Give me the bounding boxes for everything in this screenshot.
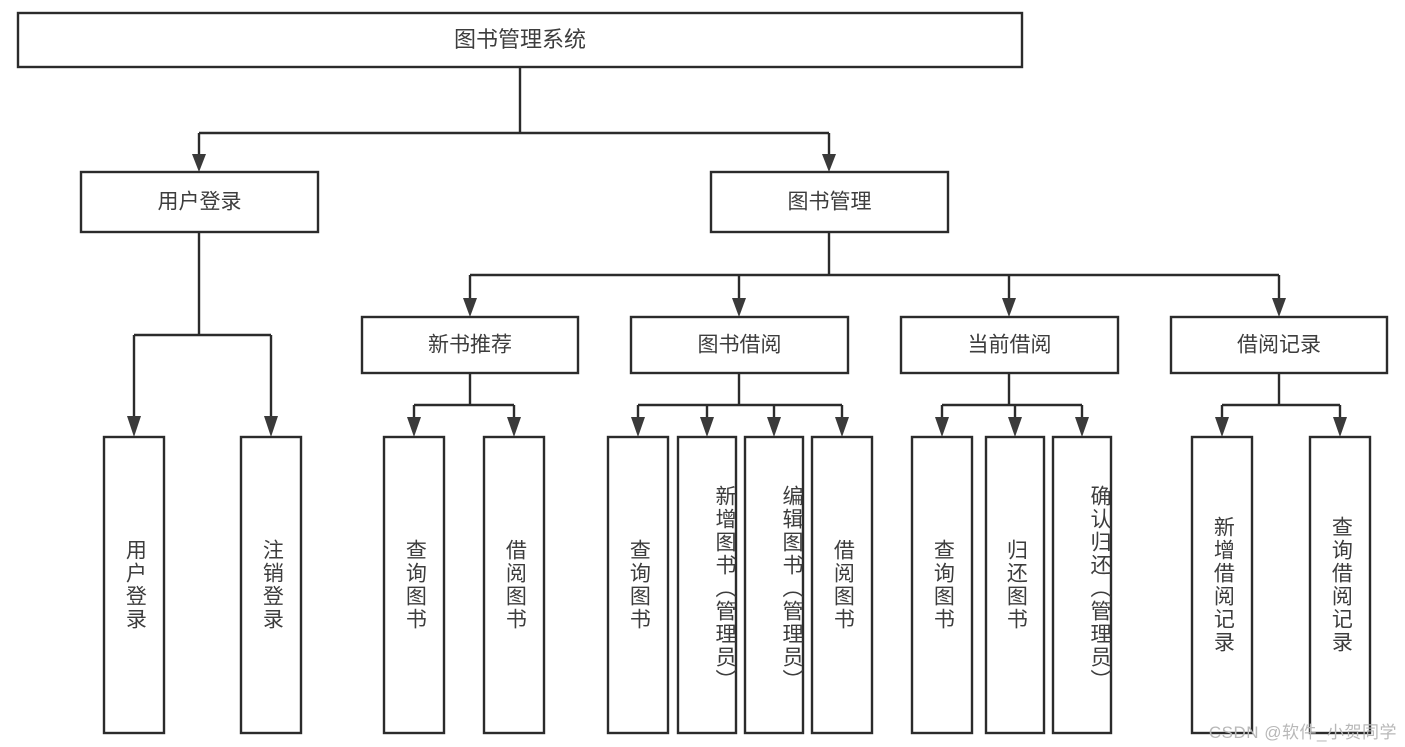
node-borrow-record-box[interactable] — [1169, 315, 1389, 375]
node-leaf-query-book-rec-box[interactable] — [382, 435, 446, 735]
arrow-head-icon — [1215, 417, 1229, 437]
node-leaf-confirm-return-admin-box[interactable] — [1051, 435, 1113, 735]
node-borrow-record[interactable]: 借阅记录 — [1169, 315, 1389, 375]
node-root-box[interactable] — [16, 11, 1024, 69]
arrow-head-icon — [631, 417, 645, 437]
arrow-head-icon — [1002, 298, 1016, 317]
node-leaf-query-book-borrow-box[interactable] — [606, 435, 670, 735]
arrow-head-icon — [192, 154, 206, 172]
leaf-box-layer — [102, 435, 1372, 735]
arrow-head-icon — [127, 416, 141, 437]
arrow-head-icon — [767, 417, 781, 437]
node-leaf-add-borrow-record-box[interactable] — [1190, 435, 1254, 735]
node-leaf-add-book-admin-box[interactable] — [676, 435, 738, 735]
node-leaf-return-book-box[interactable] — [984, 435, 1046, 735]
node-book-management-box[interactable] — [709, 170, 950, 234]
node-root-system[interactable]: 图书管理系统 — [16, 11, 1024, 69]
node-current-borrow-label: 当前借阅 — [968, 334, 1052, 357]
arrow-head-icon — [264, 416, 278, 437]
arrow-head-icon — [935, 417, 949, 437]
node-leaf-user-login-box[interactable] — [102, 435, 166, 735]
node-book-management[interactable]: 图书管理 — [709, 170, 950, 234]
arrow-head-icon — [700, 417, 714, 437]
node-borrow-record-label: 借阅记录 — [1237, 334, 1321, 357]
arrow-head-icon — [835, 417, 849, 437]
node-root-label: 图书管理系统 — [454, 27, 586, 52]
node-user-login-box[interactable] — [79, 170, 320, 234]
arrow-head-icon — [1008, 417, 1022, 437]
node-leaf-borrow-book-rec-box[interactable] — [482, 435, 546, 735]
node-current-borrow[interactable]: 当前借阅 — [899, 315, 1120, 375]
arrow-head-icon — [1272, 298, 1286, 317]
node-user-login-label: 用户登录 — [158, 191, 242, 214]
node-new-book-recommend-label: 新书推荐 — [428, 334, 512, 357]
connector-layer — [127, 67, 1347, 437]
arrow-head-icon — [732, 298, 746, 317]
arrow-head-icon — [507, 417, 521, 437]
node-book-borrow-label: 图书借阅 — [698, 334, 782, 357]
node-leaf-query-borrow-record-box[interactable] — [1308, 435, 1372, 735]
arrow-head-icon — [407, 417, 421, 437]
node-current-borrow-box[interactable] — [899, 315, 1120, 375]
node-new-book-recommend[interactable]: 新书推荐 — [360, 315, 580, 375]
arrow-head-icon — [1075, 417, 1089, 437]
node-leaf-logout-box[interactable] — [239, 435, 303, 735]
node-book-borrow-box[interactable] — [629, 315, 850, 375]
csdn-watermark: CSDN @软件_小贺同学 — [1208, 723, 1397, 742]
node-user-login[interactable]: 用户登录 — [79, 170, 320, 234]
node-leaf-query-book-current-box[interactable] — [910, 435, 974, 735]
arrow-head-icon — [463, 298, 477, 317]
node-new-book-recommend-box[interactable] — [360, 315, 580, 375]
node-book-borrow[interactable]: 图书借阅 — [629, 315, 850, 375]
node-leaf-edit-book-admin-box[interactable] — [743, 435, 805, 735]
node-book-management-label: 图书管理 — [788, 191, 872, 214]
arrow-head-icon — [1333, 417, 1347, 437]
arrow-head-icon — [822, 154, 836, 172]
node-leaf-borrow-book-box[interactable] — [810, 435, 874, 735]
